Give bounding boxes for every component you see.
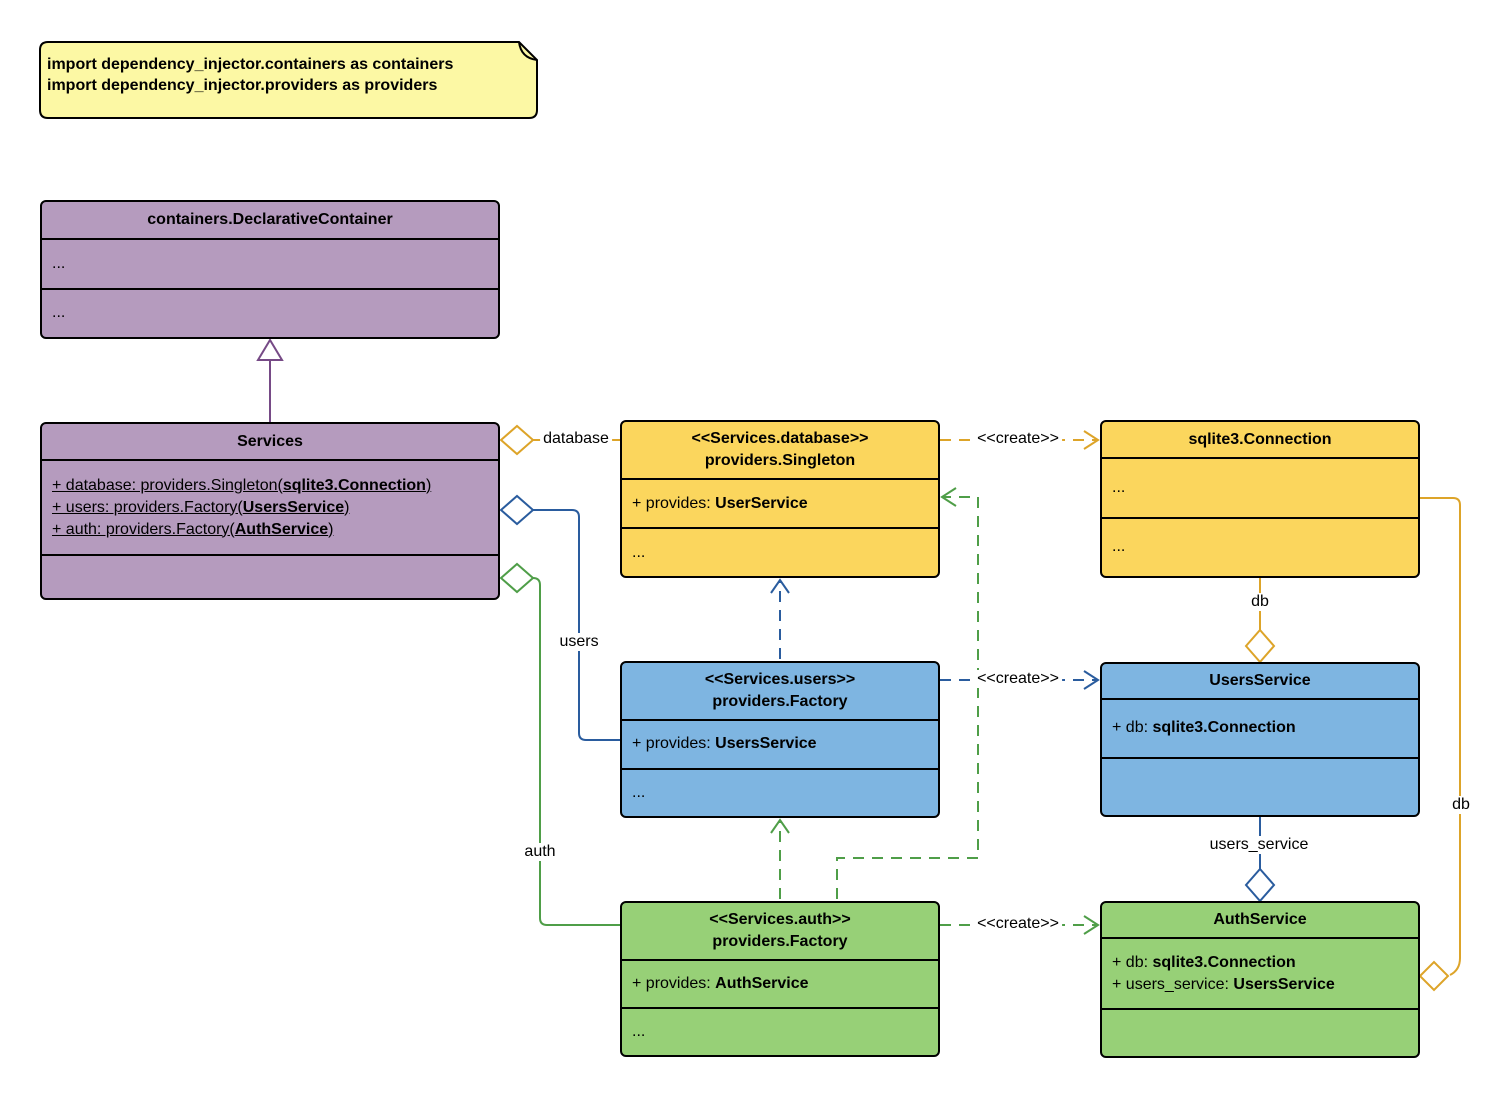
class-methods-section: ... — [622, 1007, 938, 1055]
ellipsis-text: ... — [632, 783, 646, 801]
attribute-text: + db: — [1112, 719, 1153, 737]
class-attributes-section: + database: providers.Singleton(sqlite3.… — [42, 459, 498, 554]
class-methods-section: ... — [42, 287, 498, 338]
attribute-db: + db: sqlite3.Connection — [1112, 952, 1412, 974]
class-title: AuthService — [1213, 911, 1307, 928]
class-methods-section — [1102, 756, 1418, 816]
attribute-text: ) — [425, 476, 432, 494]
attribute-type: AuthService — [715, 975, 809, 992]
ellipsis-text: ... — [1112, 478, 1126, 496]
attribute-provides: + provides: AuthService — [632, 973, 932, 995]
class-title: UsersService — [1209, 672, 1311, 689]
attribute-text: + provides: — [632, 975, 716, 992]
ellipsis-text: ... — [632, 1023, 646, 1040]
attribute-text: + users: providers.Factory( — [52, 498, 243, 516]
class-auth-provider: <<Services.auth>> providers.Factory + pr… — [620, 901, 940, 1057]
class-attributes-section: + db: sqlite3.Connection — [1102, 698, 1418, 757]
edge-label-db-auth: db — [1449, 796, 1473, 814]
attribute-text: + provides: — [632, 494, 716, 512]
class-auth-service: AuthService + db: sqlite3.Connection + u… — [1100, 901, 1420, 1058]
class-title: sqlite3.Connection — [1188, 430, 1332, 448]
class-users-provider: <<Services.users>> providers.Factory + p… — [620, 661, 940, 818]
attribute-text: + provides: — [632, 735, 716, 753]
edge-label-users: users — [556, 633, 602, 651]
class-attributes-section: + provides: UsersService — [622, 719, 938, 768]
attribute-db: + db: sqlite3.Connection — [1112, 717, 1412, 739]
class-attributes-section: ... — [42, 238, 498, 288]
class-title: Services — [237, 432, 303, 450]
edge-label-database: database — [540, 430, 612, 448]
class-methods-section — [1102, 1008, 1418, 1056]
class-methods-section: ... — [1102, 516, 1418, 577]
attribute-type: UsersService — [715, 735, 817, 753]
class-users-service: UsersService + db: sqlite3.Connection — [1100, 662, 1420, 817]
class-sqlite-connection: sqlite3.Connection ... ... — [1100, 420, 1420, 578]
edge-label-create-users: <<create>> — [974, 670, 1062, 688]
edge-dependency-auth-users — [770, 818, 790, 899]
class-title: <<Services.users>> providers.Factory — [622, 663, 938, 719]
attribute-database: + database: providers.Singleton(sqlite3.… — [52, 475, 492, 497]
attribute-provides: + provides: UsersService — [632, 733, 932, 755]
note-line: import dependency_injector.providers as … — [47, 77, 438, 94]
edge-aggregation-services-auth — [499, 562, 620, 926]
class-attributes-section: + db: sqlite3.Connection + users_service… — [1102, 937, 1418, 1008]
edge-aggregation-sqlite-usersservice — [1244, 578, 1276, 664]
edge-aggregation-sqlite-authservice — [1418, 497, 1461, 992]
class-attributes-section: ... — [1102, 457, 1418, 517]
edge-label-auth: auth — [521, 843, 559, 861]
edge-label-create-database: <<create>> — [974, 430, 1062, 448]
class-methods-section: ... — [622, 527, 938, 576]
attribute-type: sqlite3.Connection — [1152, 719, 1296, 737]
attribute-users-service: + users_service: UsersService — [1112, 974, 1412, 996]
class-attributes-section: + provides: UserService — [622, 478, 938, 527]
attribute-type: UsersService — [242, 498, 345, 516]
class-title: <<Services.auth>> providers.Factory — [622, 903, 938, 959]
edge-label-create-auth: <<create>> — [974, 915, 1062, 933]
edge-aggregation-usersservice-authservice — [1244, 817, 1276, 903]
class-database-provider: <<Services.database>> providers.Singleto… — [620, 420, 940, 578]
edge-aggregation-services-users — [499, 494, 620, 741]
attribute-auth: + auth: providers.Factory(AuthService) — [52, 519, 492, 541]
attribute-text: + users_service: — [1112, 975, 1234, 993]
edge-label-users-service: users_service — [1206, 836, 1312, 854]
edge-dependency-auth-database — [836, 487, 979, 899]
ellipsis-text: ... — [52, 254, 66, 272]
edge-dependency-users-database — [770, 578, 790, 659]
ellipsis-text: ... — [632, 543, 646, 561]
attribute-text: ) — [344, 498, 350, 516]
class-methods-section — [42, 554, 498, 598]
attribute-text: ) — [328, 520, 334, 538]
ellipsis-text: ... — [52, 304, 66, 322]
class-title: <<Services.database>> providers.Singleto… — [622, 422, 938, 478]
attribute-type: UsersService — [1233, 975, 1335, 993]
attribute-type: UserService — [715, 494, 808, 512]
attribute-text: + auth: providers.Factory( — [52, 520, 235, 538]
class-declarative-container: containers.DeclarativeContainer ... ... — [40, 200, 500, 339]
attribute-text: + database: providers.Singleton( — [52, 476, 283, 494]
ellipsis-text: ... — [1112, 538, 1126, 556]
class-methods-section: ... — [622, 767, 938, 817]
attribute-text: + db: — [1112, 953, 1153, 971]
attribute-type: sqlite3.Connection — [282, 476, 426, 494]
attribute-users: + users: providers.Factory(UsersService) — [52, 497, 492, 519]
import-note: import dependency_injector.containers as… — [47, 54, 453, 96]
edge-label-db-users: db — [1248, 593, 1272, 611]
attribute-type: AuthService — [234, 520, 329, 538]
stereotype-label: <<Services.users>> — [704, 671, 856, 688]
class-title-text: providers.Factory — [712, 933, 848, 950]
note-fold-corner — [518, 41, 538, 61]
class-title: containers.DeclarativeContainer — [147, 211, 393, 228]
class-title-text: providers.Factory — [712, 693, 848, 710]
class-attributes-section: + provides: AuthService — [622, 959, 938, 1007]
stereotype-label: <<Services.auth>> — [709, 911, 851, 928]
stereotype-label: <<Services.database>> — [691, 430, 869, 447]
attribute-provides: + provides: UserService — [632, 493, 932, 515]
note-shape — [39, 41, 538, 119]
class-title-text: providers.Singleton — [704, 452, 856, 469]
note-line: import dependency_injector.containers as… — [47, 56, 454, 73]
edge-inheritance-services-declarative — [256, 338, 284, 422]
attribute-type: sqlite3.Connection — [1152, 953, 1296, 971]
class-services: Services + database: providers.Singleton… — [40, 422, 500, 600]
